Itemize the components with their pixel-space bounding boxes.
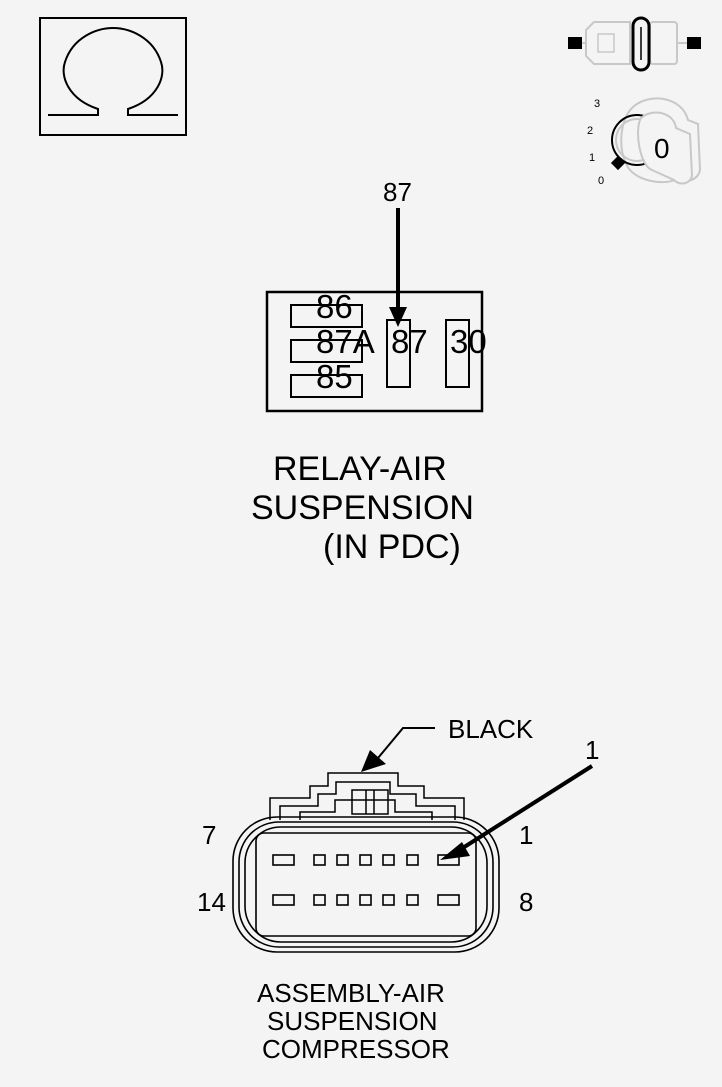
cavity-9 — [406, 894, 419, 906]
compressor-connector: BLACK 1 7 1 14 — [197, 714, 599, 1064]
cavity-7 — [272, 854, 295, 866]
cavity-3 — [382, 854, 395, 866]
relay-title-line3: (IN PDC) — [323, 528, 461, 566]
relay-pin-86-label: 86 — [316, 288, 353, 325]
connector-title-line1: ASSEMBLY-AIR — [257, 978, 445, 1008]
pin-label-14: 14 — [197, 887, 226, 917]
ignition-switch-icon: 3 2 1 0 0 — [587, 97, 702, 187]
relay-pin-86 — [290, 304, 363, 328]
cavity-8 — [437, 894, 460, 906]
key-position-2: 2 — [587, 125, 593, 137]
connector-title-line2: SUSPENSION — [267, 1006, 438, 1036]
cavity-13 — [313, 894, 326, 906]
key-position-1: 1 — [589, 152, 595, 164]
fuse-icon — [568, 16, 701, 72]
relay-title-line1: RELAY-AIR — [273, 450, 447, 488]
connector-title-line3: COMPRESSOR — [262, 1034, 450, 1064]
arrow-icon — [361, 750, 386, 772]
cavity-6 — [313, 854, 326, 866]
key-position-3: 3 — [594, 98, 600, 110]
relay-title-line2: SUSPENSION — [251, 489, 474, 527]
cavity-14 — [272, 894, 295, 906]
relay-pin-85 — [290, 374, 363, 398]
cavity-10 — [382, 894, 395, 906]
relay-pin-87a — [290, 339, 363, 363]
cavity-12 — [336, 894, 349, 906]
relay-body — [265, 290, 484, 413]
cavity-1 — [437, 854, 460, 866]
relay-pin-87 — [386, 319, 411, 388]
cavity-5 — [336, 854, 349, 866]
relay-pin-87a-label: 87A — [316, 323, 375, 360]
pin-label-8: 8 — [519, 887, 533, 917]
relay-pin-30 — [445, 319, 470, 388]
key-position-0: 0 — [598, 175, 604, 187]
relay-pin-85-label: 85 — [316, 358, 353, 395]
pin-label-7: 7 — [202, 820, 216, 850]
cavity-2 — [406, 854, 419, 866]
relay-air-suspension: 87 86 87A 87 30 85 RELAY-AIR SUSPENSION … — [251, 177, 487, 566]
ohm-symbol-icon — [39, 17, 187, 136]
connector-body — [232, 816, 500, 953]
arrow-icon — [389, 307, 407, 327]
pin-label-1: 1 — [519, 820, 533, 850]
relay-top-pin-label: 87 — [383, 177, 412, 207]
relay-pin-87-label: 87 — [391, 323, 428, 360]
cavity-11 — [359, 894, 372, 906]
key-label: 0 — [654, 133, 670, 164]
connector-pin-pointer-label: 1 — [585, 735, 599, 765]
connector-color-label: BLACK — [448, 714, 534, 744]
cavity-4 — [359, 854, 372, 866]
relay-pin-30-label: 30 — [450, 323, 487, 360]
